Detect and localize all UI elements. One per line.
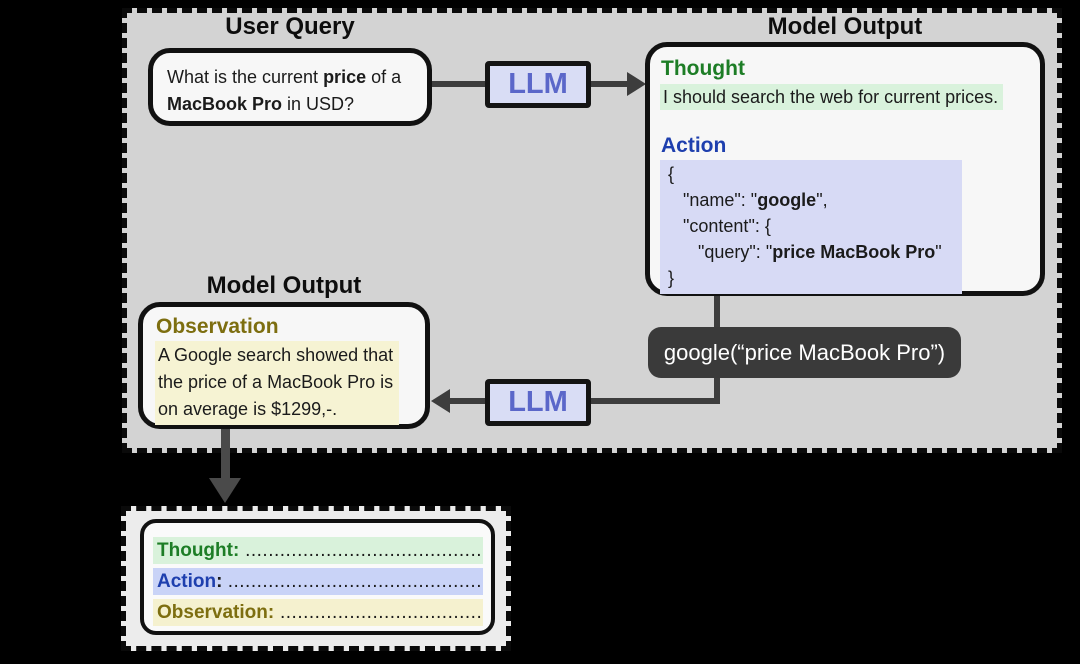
template-thought-dots: ........................................… bbox=[245, 540, 483, 561]
template-row-action: Action: ................................… bbox=[153, 568, 483, 595]
arrowhead-right-icon bbox=[627, 72, 646, 96]
model-output-right-node: Thought I should search the web for curr… bbox=[645, 42, 1045, 296]
code-line: } bbox=[668, 268, 675, 288]
code-line: "content": { bbox=[668, 216, 771, 236]
connector-toolcall-to-llm bbox=[588, 398, 720, 404]
llm-node-bottom: LLM bbox=[485, 379, 591, 426]
observation-text: A Google search showed that the price of … bbox=[155, 341, 400, 425]
template-observation-dots: ........................................… bbox=[279, 602, 483, 623]
connector-observation-to-template bbox=[221, 427, 230, 480]
thought-text: I should search the web for current pric… bbox=[660, 84, 1004, 110]
llm-node-top: LLM bbox=[485, 61, 591, 108]
code-line: ", bbox=[816, 190, 828, 210]
code-bold-query: price MacBook Pro bbox=[772, 242, 936, 262]
template-row-observation: Observation: ...........................… bbox=[153, 599, 483, 626]
arrowhead-left-icon bbox=[431, 389, 450, 413]
user-query-text-bold: price bbox=[323, 67, 367, 87]
model-output-right-title: Model Output bbox=[767, 13, 923, 40]
user-query-title: User Query bbox=[225, 13, 355, 40]
template-action-dots: ........................................… bbox=[227, 571, 483, 592]
user-query-text: What is the current price of a MacBook Pr… bbox=[153, 53, 427, 118]
user-query-text-part: in USD? bbox=[282, 94, 355, 114]
thought-heading: Thought bbox=[661, 57, 745, 80]
template-row-thought: Thought: ...............................… bbox=[153, 537, 483, 564]
tool-call-node: google(“price MacBook Pro”) bbox=[648, 327, 961, 378]
model-output-left-content: Observation A Google search showed that t… bbox=[143, 307, 425, 425]
model-output-left-title: Model Output bbox=[206, 272, 362, 299]
code-line: " bbox=[935, 242, 942, 262]
user-query-text-bold: MacBook Pro bbox=[167, 94, 283, 114]
connector-llm-to-output bbox=[588, 81, 628, 87]
code-line: { bbox=[668, 164, 675, 184]
action-heading: Action bbox=[661, 134, 727, 157]
code-line: "name": " bbox=[668, 190, 758, 210]
template-action-label: Action bbox=[157, 571, 217, 592]
model-output-left-node: Observation A Google search showed that t… bbox=[138, 302, 430, 429]
template-observation-label: Observation: bbox=[157, 602, 275, 623]
template-thought-label: Thought: bbox=[157, 540, 240, 561]
connector-query-to-llm bbox=[428, 81, 488, 87]
action-code-block: { "name": "google", "content": { "query"… bbox=[660, 160, 962, 294]
observation-line: the price of a MacBook Pro is bbox=[158, 372, 394, 392]
connector-llm-to-observation bbox=[449, 398, 487, 404]
arrowhead-down-icon bbox=[209, 478, 241, 503]
code-line: "query": " bbox=[668, 242, 773, 262]
template-action-colon: : bbox=[216, 571, 228, 592]
observation-heading: Observation bbox=[156, 315, 279, 338]
code-bold-google: google bbox=[757, 190, 817, 210]
user-query-text-part: What is the current bbox=[167, 67, 324, 87]
observation-line: A Google search showed that bbox=[158, 345, 394, 365]
user-query-text-part: of a bbox=[366, 67, 402, 87]
model-output-right-content: Thought I should search the web for curr… bbox=[650, 47, 1040, 294]
template-node: Thought: ...............................… bbox=[140, 519, 495, 635]
user-query-node: What is the current price of a MacBook Pr… bbox=[148, 48, 432, 126]
observation-line: on average is $1299,-. bbox=[158, 399, 338, 419]
